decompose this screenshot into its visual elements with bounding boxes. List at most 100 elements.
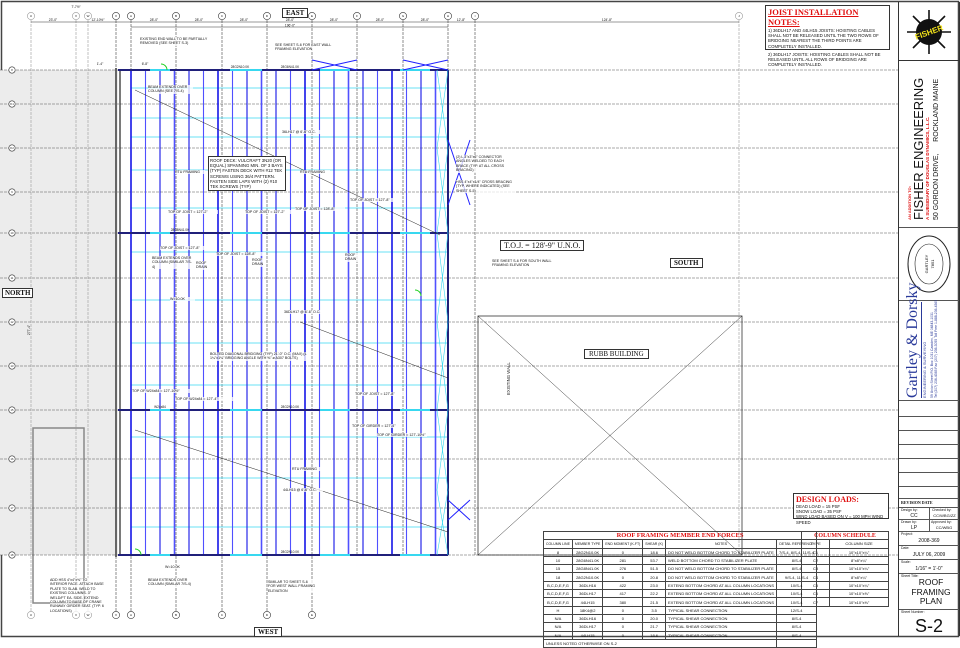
dimension-text: 28'-0" (286, 18, 295, 22)
dimension-text: 28'-0" (421, 18, 430, 22)
forces-cell: 8/S-4 (776, 630, 818, 640)
grid-bubble-column-bottom (27, 611, 35, 619)
forces-cell: 8/S-4 (776, 564, 818, 574)
grid-bubble-row (8, 144, 16, 152)
grid-column-label-bottom: B (175, 613, 177, 617)
approved-by: CC/WBG (935, 525, 953, 530)
dimension-text: 277'-4" (27, 324, 31, 335)
grid-bubble-column-bottom (263, 611, 271, 619)
grid-bubble-column (112, 12, 120, 20)
girder-label: 28G2N10.0K (231, 65, 250, 69)
grid-column-label: J (738, 14, 740, 18)
sheet-title: ROOF FRAMING PLAN (911, 577, 951, 606)
grid-bubble-column (27, 12, 35, 20)
column-size: 10"x10"x⅝" (829, 589, 889, 599)
plan-note-joist-spacing-2: 36DLH17 @ 6'-6" O.C. (284, 310, 324, 315)
grid-bubble-column (471, 12, 479, 20)
joist-installation-notes: JOIST INSTALLATION NOTES: 1) 36DLH17 AND… (765, 5, 890, 67)
snow-load: SNOW LOAD = 35 PSF (796, 509, 842, 515)
forces-cell: 10 (543, 555, 573, 566)
forces-cell: 28G6N41.0K (571, 555, 604, 566)
grid-bubble-row (8, 455, 16, 463)
svg-text:GARTLEY: GARTLEY (924, 254, 929, 273)
plan-note-roof-drain: ROOF DRAIN (345, 253, 359, 262)
grid-column-label: C (221, 14, 224, 18)
forces-cell: 20.8 (642, 572, 666, 582)
design-by-label: Design by: (901, 508, 918, 512)
forces-cell: 36DLH17 (571, 622, 604, 632)
wall-bracing (436, 489, 449, 556)
client-name: FISHER ENGINEERING (911, 77, 926, 220)
grid-row-label: 9 (11, 190, 13, 194)
grid-column-label: U (30, 14, 32, 18)
grid-row-label: 8.2 (10, 146, 14, 150)
forces-header: DETAIL REFERENCE (776, 539, 818, 549)
forces-cell: 0 (602, 572, 644, 582)
grid-bubble-column (353, 12, 361, 20)
sheet-title-label: Sheet Title: (901, 574, 919, 578)
forces-cell: 28G2N10.0K (571, 547, 604, 557)
grid-column-label: G (402, 14, 405, 18)
grid-bubble-column (84, 12, 92, 20)
grid-column-label-bottom: C (221, 613, 224, 617)
grid-bubble-column-bottom (308, 611, 316, 619)
door-swing (134, 548, 142, 556)
checked-by: CC/WBG/ZZ (933, 513, 956, 518)
cross-bracing (447, 499, 471, 521)
forces-cell: 276 (602, 564, 644, 574)
north-label: NORTH (2, 288, 34, 298)
dimension-text: 28'-0" (195, 18, 204, 22)
forces-cell: 8 (543, 547, 573, 557)
forces-cell: TYPICAL SHEAR CONNECTION (664, 630, 778, 640)
approved-by-label: Approved by: (931, 520, 952, 524)
plan-note-toj-4: TOP OF JOIST = 127'-8" (350, 198, 400, 203)
girder-label: 28G8N41.0K (171, 228, 190, 232)
grid-row-label: 16 (11, 457, 14, 461)
forces-cell: TYPICAL SHEAR CONNECTION (664, 613, 778, 624)
grid-bubble-row (8, 551, 16, 559)
forces-cell: B,C,D,E,F,G (543, 580, 573, 591)
forces-cell: DO NOT WELD BOTTOM CHORD TO STABILIZER P… (664, 547, 778, 557)
forces-cell: 0 (602, 547, 644, 557)
design-loads-title: DESIGN LOADS: (796, 495, 859, 504)
grid-column-label: B (175, 14, 177, 18)
plan-note-beam-extends-mid: BEAM EXTENDS OVER COLUMN (SIMILAR 7/S-4) (152, 256, 192, 270)
girder-label: W24x84 (154, 405, 166, 409)
forces-cell: B,C,D,E,F,G (543, 597, 573, 607)
plan-note-rtu-framing: RTU FRAMING (300, 170, 330, 175)
column-size: 10"x10"x¼" (829, 580, 889, 591)
grid-row-label: 10 (11, 231, 14, 235)
forces-cell: 28G8N41.0K (571, 564, 604, 574)
column-size: 10"x10"x⅜" (829, 597, 889, 607)
grid-column-label: I (475, 14, 476, 18)
forces-cell: EXTEND BOTTOM CHORD AT ALL COLUMN LOCATI… (664, 597, 778, 607)
grid-column-label: E (311, 14, 313, 18)
client-city: ROCKLAND MAINE (933, 78, 940, 142)
grid-row-label: 13 (11, 364, 14, 368)
checked-by-label: Checked by: (932, 508, 952, 512)
forces-table-title: ROOF FRAMING MEMBER END FORCES (542, 530, 818, 541)
sheet-number-label: Sheet Number: (901, 610, 925, 614)
forces-cell: 10/S-4 (776, 580, 818, 591)
plan-note-beam-extends-top: BEAM EXTENDS OVER COLUMN (SEE 7/S-4) (148, 85, 193, 94)
grid-bubble-column (127, 12, 135, 20)
forces-cell: 53.7 (642, 555, 666, 566)
grid-bubble-column-bottom (127, 611, 135, 619)
grid-bubble-row (8, 100, 16, 108)
plan-note-toj-2: TOP OF JOIST = 127'-2" (245, 210, 295, 215)
girder-label: 28G2N10.0K (281, 550, 300, 554)
engineer-phone: Tel (207) 236-4365 Fax (207) 236-3055 To… (934, 299, 938, 398)
dimension-text: 23'-0" (49, 18, 58, 22)
svg-text:7851: 7851 (930, 259, 935, 269)
plan-note-roof-drain: ROOF DRAIN (252, 258, 266, 267)
scale: 1/16" = 1'-0" (915, 566, 943, 572)
grid-column-label-bottom: D (266, 613, 269, 617)
grid-column-label-bottom: W (87, 613, 90, 617)
forces-cell: 8/S-4 (776, 613, 818, 624)
grid-bubble-row (8, 318, 16, 326)
